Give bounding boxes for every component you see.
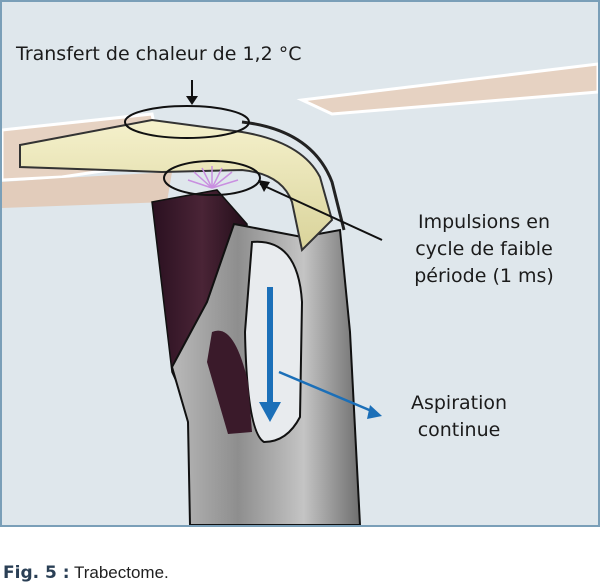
pulse-spark [187,166,239,189]
pulses-label-line: cycle de faible [415,238,553,260]
figure-number: Fig. 5 : [3,563,70,583]
tissue-band-lower [2,172,172,208]
aspiration-pointer-line [278,370,375,414]
figure-frame: Transfert de chaleur de 1,2 °C Impulsion… [0,0,600,527]
pulse-pointer-arrowhead [258,180,270,192]
heat-transfer-ellipse [124,105,250,139]
aspiration-pointer-arrowhead [367,405,382,419]
tissue-band-right [296,62,598,116]
port-inner-dark [207,330,252,434]
caption-text: Trabectome. [69,563,169,582]
pulse-pointer-line [259,183,383,241]
aspiration-label-line: continue [417,419,501,441]
flow-arrow-head [259,402,281,422]
aspiration-label: Aspiration continue [384,390,534,444]
trabectome-illustration [2,62,598,525]
pulses-label-line: période (1 ms) [414,265,554,287]
pulse-ellipse [163,160,261,196]
figure-caption: Fig. 5 : Trabectome. [3,563,169,583]
footplate [19,118,334,253]
pulses-label-line: Impulsions en [417,211,550,233]
heat-pointer-arrowhead [186,96,198,105]
heat-transfer-label: Transfert de chaleur de 1,2 °C [16,43,302,65]
aspiration-label-line: Aspiration [410,392,508,414]
footplate-right-rail [241,120,346,231]
pulses-label: Impulsions en cycle de faible période (1… [384,209,584,290]
